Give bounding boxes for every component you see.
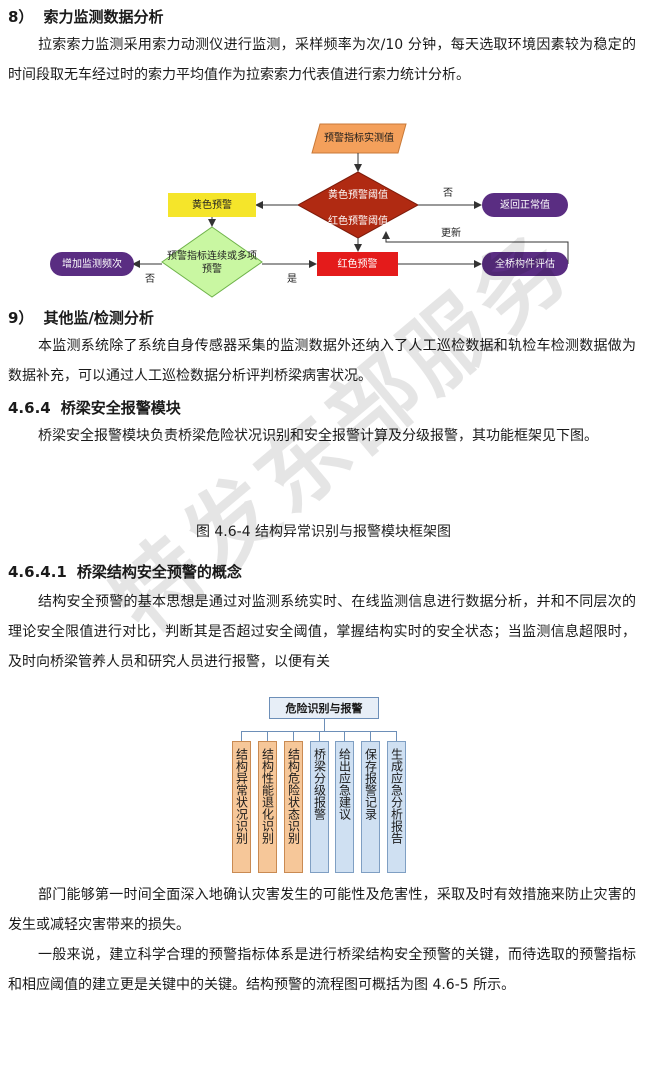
org-connector (241, 731, 396, 732)
org-connector (267, 731, 268, 741)
input-parallelogram (311, 123, 407, 154)
org-item: 生成应急分析报告 (387, 741, 406, 873)
alarm-module-org-chart: 危险识别与报警 结构异常状况识别 结构性能退化识别 结构危险状态识别 桥梁分级报… (230, 697, 420, 877)
section-title: 桥梁安全报警模块 (60, 399, 181, 417)
org-connector (319, 731, 320, 741)
org-connector (324, 719, 325, 731)
label-no-1: 否 (443, 188, 453, 199)
label-no-2: 否 (145, 274, 155, 285)
red-threshold-label: 红色预警阈值 (328, 216, 388, 227)
org-item: 结构危险状态识别 (284, 741, 303, 873)
figure-caption: 图 4.6-4 结构异常识别与报警模块框架图 (195, 524, 452, 540)
yellow-alarm-box: 黄色预警 (168, 193, 256, 217)
section-heading-4-6-4-1: 4.6.4.1 桥梁结构安全预警的概念 (8, 561, 242, 583)
section-title: 索力监测数据分析 (43, 8, 164, 26)
org-connector (344, 731, 345, 741)
check-diamond (161, 226, 263, 298)
threshold-diamond (296, 171, 420, 239)
section-number: 9） (8, 309, 34, 327)
red-alarm-box: 红色预警 (317, 252, 398, 276)
warning-flowchart: 预警指标实测值 黄色预警阈值 红色预警阈值 黄色预警 返回正常值 预警指标连续或… (48, 120, 588, 305)
org-connector (293, 731, 294, 741)
section-heading-4-6-4: 4.6.4 桥梁安全报警模块 (8, 397, 181, 419)
check-diamond-label: 预警指标连续或多项预警 (167, 251, 257, 275)
label-update: 更新 (441, 228, 461, 239)
label-yes: 是 (287, 274, 297, 285)
section-title: 桥梁结构安全预警的概念 (76, 563, 242, 581)
return-normal-box: 返回正常值 (482, 193, 568, 217)
org-item: 结构性能退化识别 (258, 741, 277, 873)
org-connector (241, 731, 242, 741)
org-item: 给出应急建议 (335, 741, 354, 873)
section-heading-9: 9） 其他监/检测分析 (8, 307, 154, 329)
paragraph-warning-concept: 结构安全预警的基本思想是通过对监测系统实时、在线监测信息进行数据分析，并和不同层… (8, 594, 636, 670)
input-measured-value: 预警指标实测值 (324, 133, 394, 144)
section-number: 8） (8, 8, 34, 26)
paragraph-warning-index: 一般来说，建立科学合理的预警指标体系是进行桥梁结构安全预警的关键，而待选取的预警… (8, 947, 636, 993)
increase-frequency-box: 增加监测频次 (50, 252, 134, 276)
full-evaluation-box: 全桥构件评估 (482, 252, 568, 276)
section-number: 4.6.4.1 (8, 563, 67, 581)
paragraph-alarm-module: 桥梁安全报警模块负责桥梁危险状况识别和安全报警计算及分级报警，其功能框架见下图。 (38, 428, 598, 444)
paragraph-cable-force: 拉索索力监测采用索力动测仪进行监测，采样频率为次/10 分钟，每天选取环境因素较… (8, 37, 636, 83)
org-root-box: 危险识别与报警 (269, 697, 379, 719)
org-item: 保存报警记录 (361, 741, 380, 873)
org-item: 结构异常状况识别 (232, 741, 251, 873)
org-connector (370, 731, 371, 741)
org-connector (396, 731, 397, 741)
yellow-threshold-label: 黄色预警阈值 (328, 190, 388, 201)
flowchart-connectors (132, 123, 569, 298)
paragraph-other-monitoring: 本监测系统除了系统自身传感器采集的监测数据外还纳入了人工巡检数据和轨检车检测数据… (8, 338, 636, 384)
section-heading-8: 8） 索力监测数据分析 (8, 6, 163, 28)
org-item: 桥梁分级报警 (310, 741, 329, 873)
section-number: 4.6.4 (8, 399, 51, 417)
section-title: 其他监/检测分析 (43, 309, 154, 327)
paragraph-disaster-response: 部门能够第一时间全面深入地确认灾害发生的可能性及危害性，采取及时有效措施来防止灾… (8, 887, 636, 933)
